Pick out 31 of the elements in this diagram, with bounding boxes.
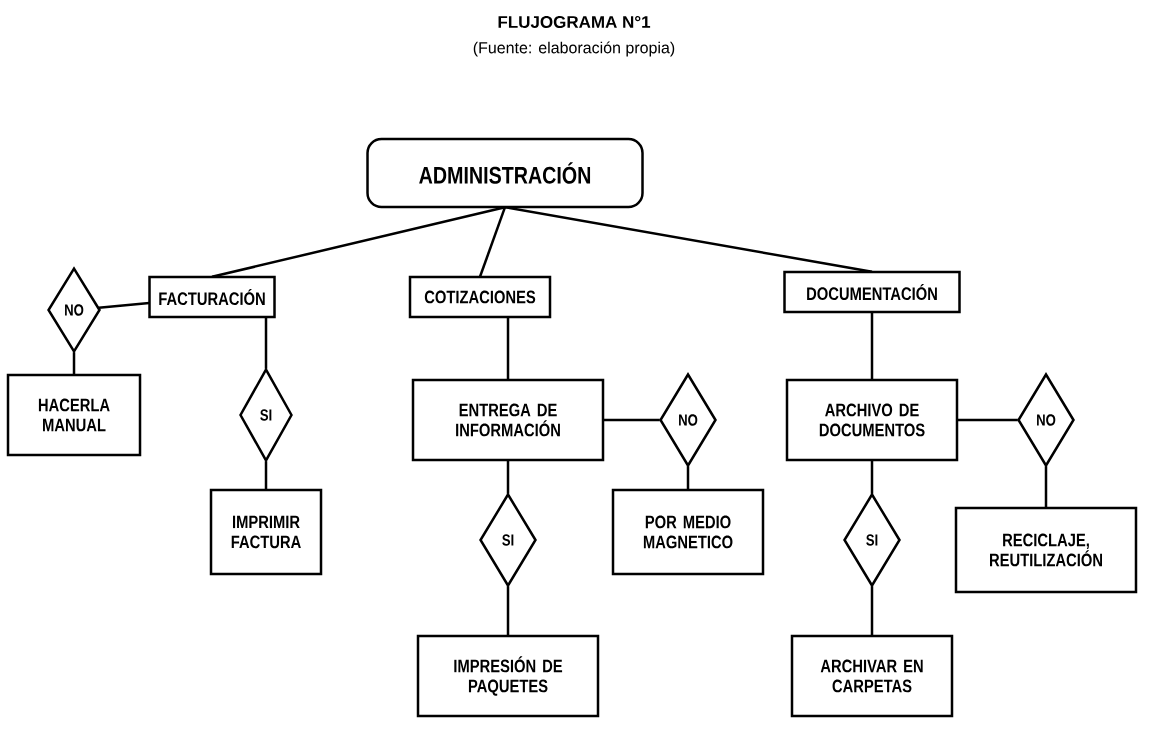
process-box: ARCHIVO DE DOCUMENTOS [785,378,959,462]
process-box: ENTREGA DE INFORMACIÓN [411,378,605,462]
connector-line [870,312,874,380]
connector-line [264,461,268,490]
process-box: POR MEDIO MAGNETICO [611,488,765,576]
connector-line [504,205,873,274]
title: FLUJOGRAMA N°1 [498,16,651,28]
terminal-box: ADMINISTRACIÓN [366,137,644,209]
process-box: IMPRESIÓN DE PAQUETES [416,634,600,718]
process-box: RECICLAJE, REUTILIZACIÓN [954,506,1138,594]
connector-line [98,301,150,309]
connector-line [72,352,76,375]
connector-line [264,317,268,369]
connector-line [211,206,506,278]
connector-line [686,466,690,490]
process-box: DOCUMENTACIÓN [783,270,961,314]
connector-line [506,317,510,380]
process-box: COTIZACIONES [408,275,552,319]
process-box: IMPRIMIR FACTURA [209,488,323,576]
connector-line [506,586,510,636]
connector-line [1044,466,1048,508]
connector-line [478,206,507,278]
process-box: HACERLA MANUAL [6,373,142,457]
connector-line [603,418,660,422]
process-box: ARCHIVAR EN CARPETAS [790,634,954,718]
caption: (Fuente: elaboración propia) [473,41,675,57]
connector-line [870,460,874,494]
connector-line [870,586,874,636]
process-box: FACTURACIÓN [148,275,276,319]
connector-line [957,418,1018,422]
connector-line [506,460,510,494]
